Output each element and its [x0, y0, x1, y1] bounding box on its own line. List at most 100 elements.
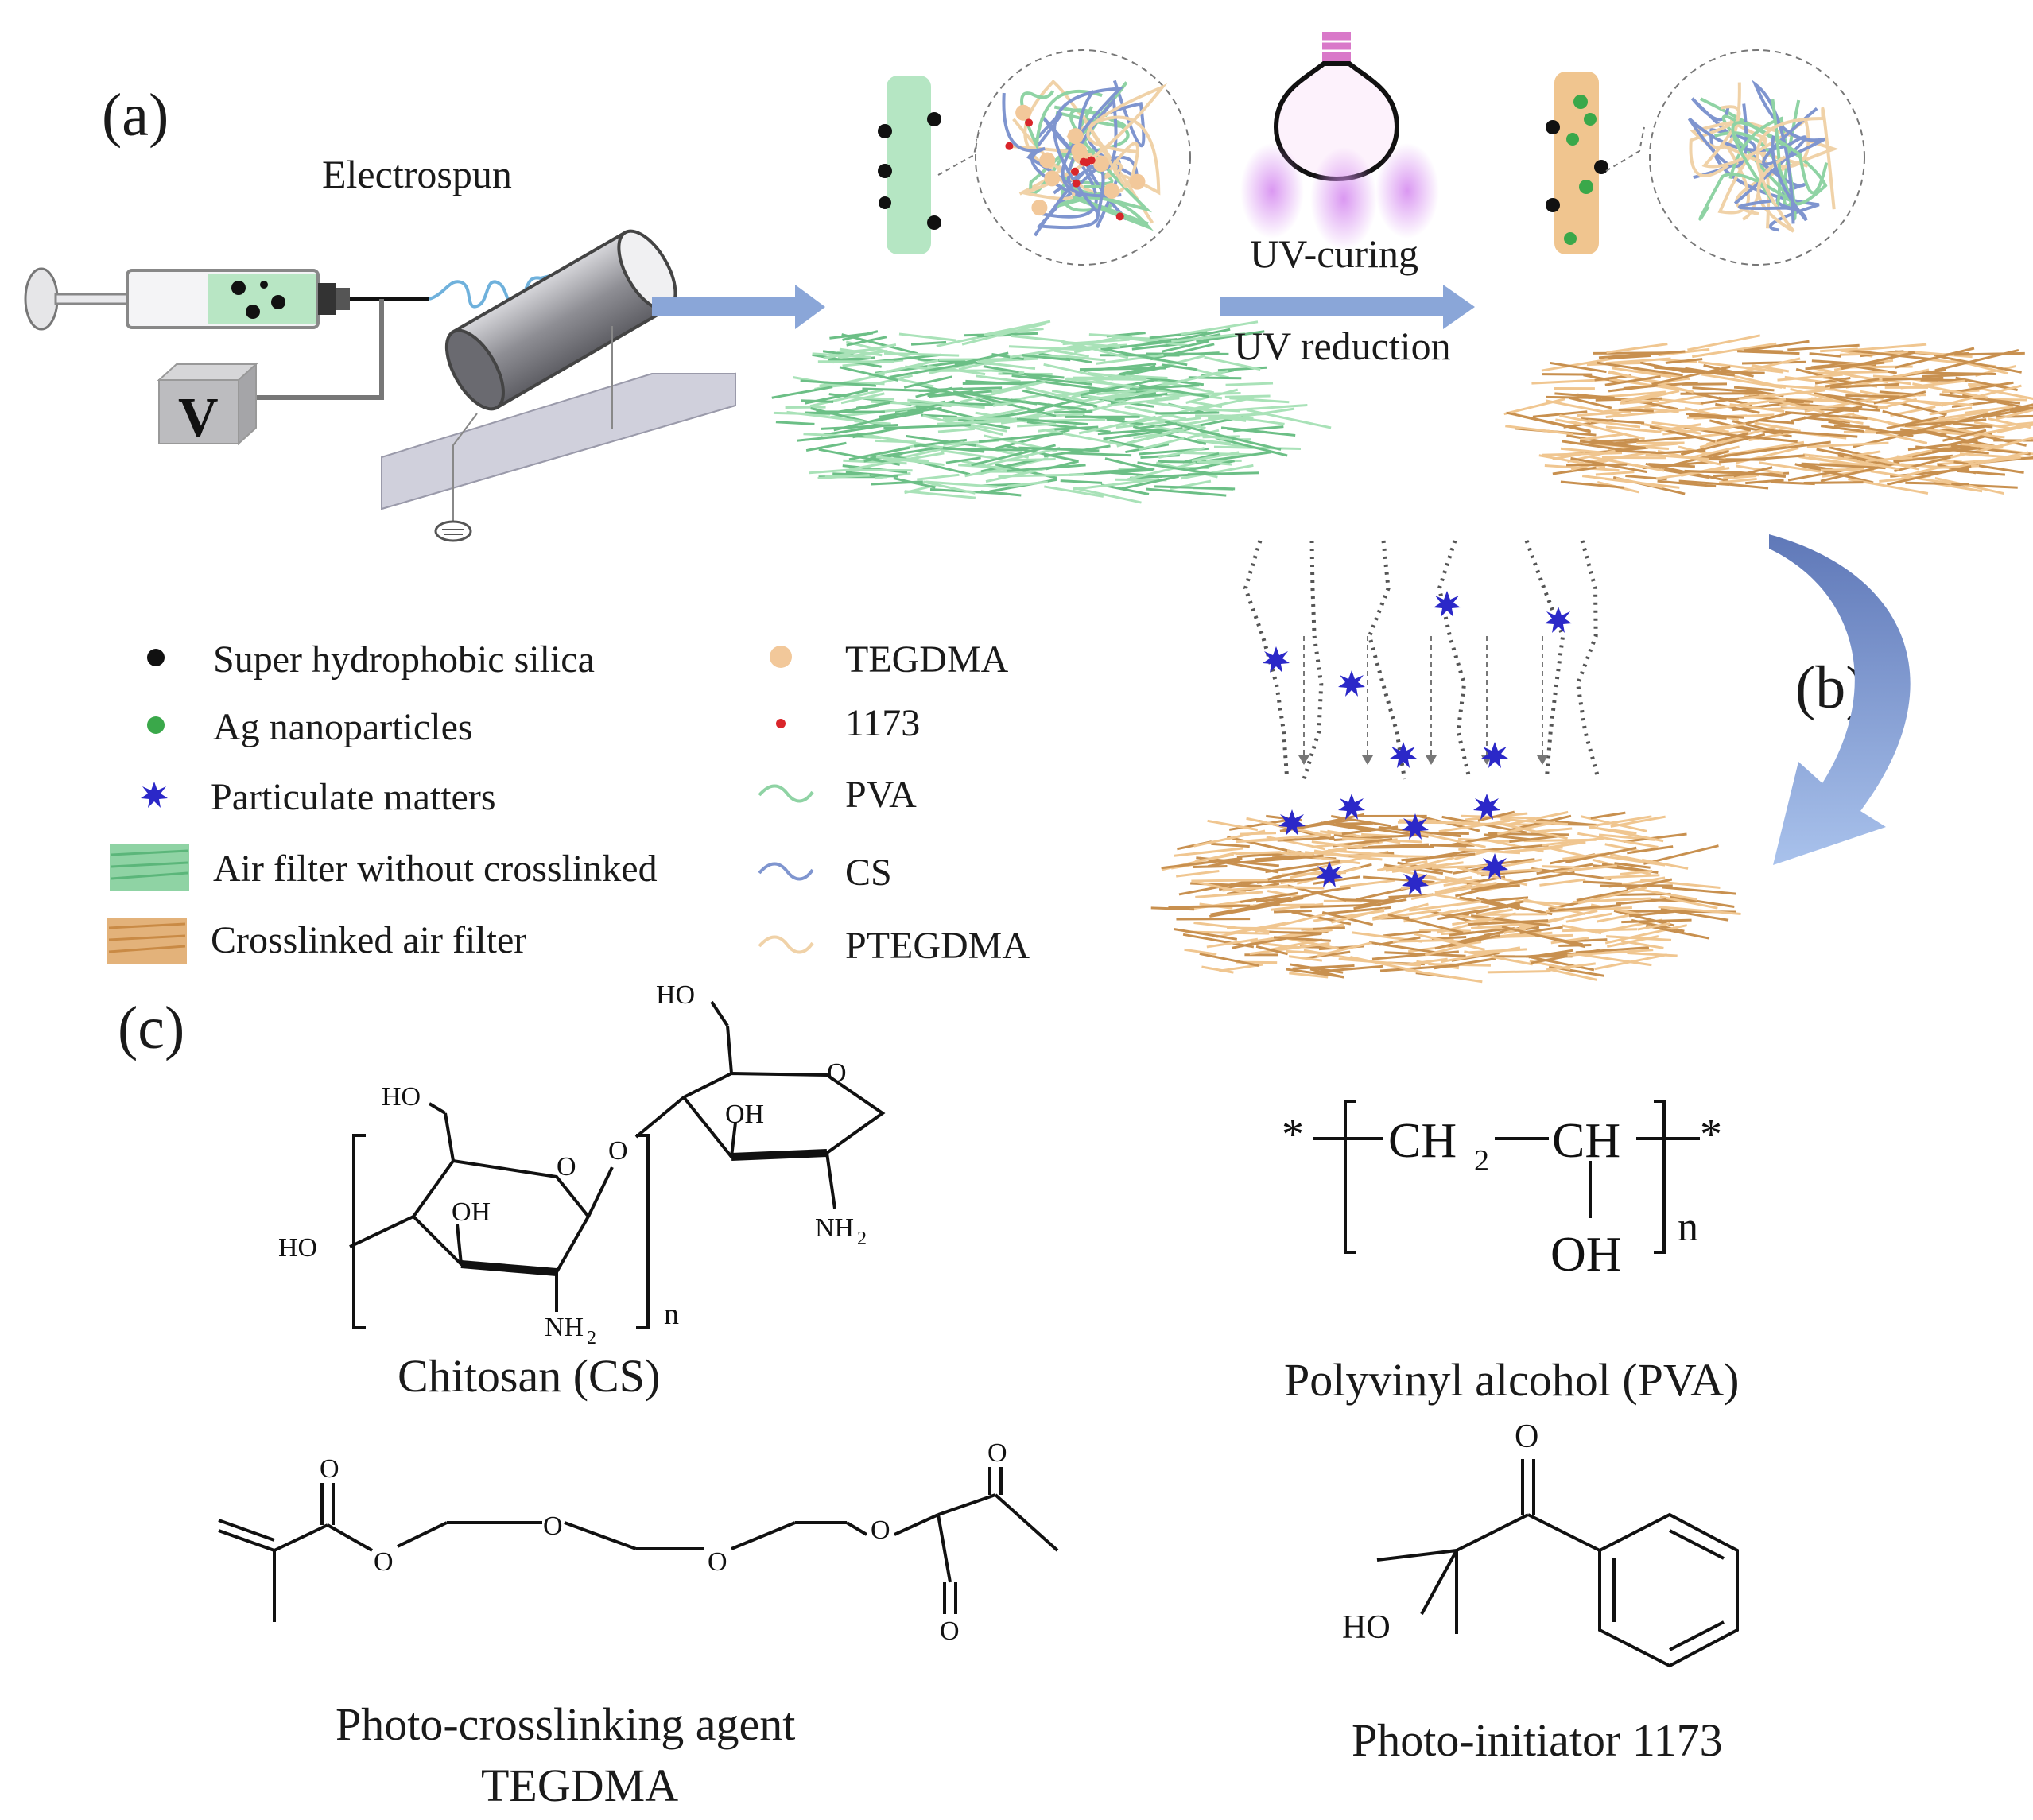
fiber-strand: [1088, 333, 1133, 339]
fiber-strand: [964, 461, 1028, 478]
fiber-strand: [1205, 459, 1242, 463]
fiber-strand: [1051, 390, 1126, 403]
initiator-dot: [1082, 158, 1091, 167]
legend-item-tegdma: TEGDMA: [770, 638, 1009, 681]
fiber-strand: [1145, 487, 1227, 497]
fiber-strand: [1288, 955, 1323, 962]
fiber-strand: [1150, 906, 1195, 911]
fiber-strand: [1440, 946, 1521, 964]
fiber-strand: [1505, 425, 1573, 436]
fiber-strand: [1954, 351, 2025, 356]
fiber-strand: [1550, 361, 1607, 374]
fiber-strand: [1255, 913, 1325, 933]
fiber-strand: [1887, 464, 1972, 486]
atom-label: OH: [725, 1100, 764, 1129]
fiber-strand: [1562, 928, 1638, 933]
fiber-strand: [1610, 815, 1666, 828]
fiber-strand: [1180, 320, 1259, 336]
fiber-strand: [1919, 429, 1995, 448]
flow-arrowhead: [1426, 755, 1437, 765]
fiber-strand: [771, 386, 833, 399]
fiber-strand: [1250, 929, 1333, 944]
fiber-strand: [1146, 369, 1229, 390]
fiber-strand: [1686, 413, 1744, 419]
fiber-strand: [1592, 864, 1639, 871]
fiber-strand: [927, 364, 986, 376]
atom-label: O: [557, 1152, 576, 1182]
tegdma-dot: [1044, 170, 1061, 187]
fiber-strand: [1828, 420, 1914, 437]
fiber-strand: [1759, 419, 1794, 425]
fiber-strand: [1262, 885, 1325, 890]
fiber-strand: [1825, 394, 1878, 409]
uv-lamp: [1240, 32, 1439, 250]
fiber-strand: [893, 477, 936, 489]
fiber-strand: [1106, 417, 1144, 426]
fiber-strand: [805, 389, 869, 405]
fiber-strand: [1080, 377, 1163, 397]
legend-item-ptegdma: PTEGDMA: [758, 925, 1030, 967]
tegdma-dot: [1129, 173, 1146, 190]
fiber-strand: [1606, 935, 1672, 941]
fiber-strand: [1277, 836, 1335, 842]
fiber-strand: [1996, 423, 2033, 434]
fiber-strand: [1187, 460, 1235, 471]
fiber-strand: [1950, 444, 2031, 456]
fiber-strand: [1504, 846, 1563, 853]
fiber-strand: [1509, 871, 1575, 885]
fiber-strand: [1215, 437, 1288, 457]
fiber-strand: [1004, 444, 1079, 463]
fiber-strand: [952, 390, 1038, 406]
fiber-strand: [1608, 370, 1694, 394]
fiber-strand: [1507, 810, 1569, 826]
fiber-strand: [1476, 900, 1524, 914]
fiber-strand: [1715, 402, 1760, 414]
fiber-strand: [1065, 378, 1139, 389]
legend-label: Air filter without crosslinked: [213, 848, 658, 890]
process-arrow-2: [1220, 285, 1475, 329]
atom-label: O: [608, 1136, 628, 1166]
legend-left: Super hydrophobic silica Ag nanoparticle…: [107, 638, 658, 964]
atom-label: HO: [1342, 1609, 1391, 1646]
fiber-strand: [1655, 467, 1730, 480]
particulate-matter: [1263, 646, 1290, 673]
fiber-strand: [1104, 457, 1148, 470]
fiber-strand: [1650, 448, 1706, 456]
legend-label: PTEGDMA: [845, 925, 1030, 967]
fiber-strand: [1608, 354, 1651, 360]
fiber-strand: [1291, 910, 1352, 926]
fiber-strand: [1500, 817, 1569, 826]
fiber-strand: [1829, 446, 1886, 461]
process-arrow-1: [652, 285, 825, 329]
fiber-strand: [1476, 868, 1542, 875]
fiber-strand: [1484, 931, 1553, 940]
fiber-strand: [1191, 879, 1268, 883]
fiber-strand: [1640, 879, 1721, 889]
fiber-strand: [1201, 965, 1234, 974]
fiber-strand: [1873, 390, 1926, 405]
fiber-strand: [1539, 878, 1586, 887]
fiber-strand: [1597, 914, 1630, 923]
fiber-strand: [1363, 875, 1435, 883]
fiber-strand: [1343, 898, 1399, 903]
fiber-strand: [1701, 373, 1783, 389]
fiber-strand: [1968, 456, 2021, 466]
orange-fiber-zoom: [1546, 49, 1865, 266]
fiber-strand: [1018, 446, 1100, 452]
fiber-strand: [1097, 428, 1167, 436]
fiber-strand: [980, 396, 1057, 417]
fiber-strand: [1121, 475, 1179, 490]
fiber-strand: [1060, 479, 1103, 484]
fiber-strand: [1723, 475, 1757, 480]
fiber-strand: [958, 418, 1011, 429]
fiber-strand: [1692, 342, 1777, 359]
fiber-strand: [1457, 837, 1511, 843]
atom-label: NH: [815, 1213, 854, 1243]
fiber-strand: [1618, 408, 1654, 413]
fiber-strand: [1980, 437, 2033, 452]
fiber-strand: [862, 387, 933, 393]
fiber-strand: [1191, 879, 1247, 894]
fiber-strand: [1651, 365, 1731, 386]
flow-arrowhead: [1362, 755, 1373, 765]
